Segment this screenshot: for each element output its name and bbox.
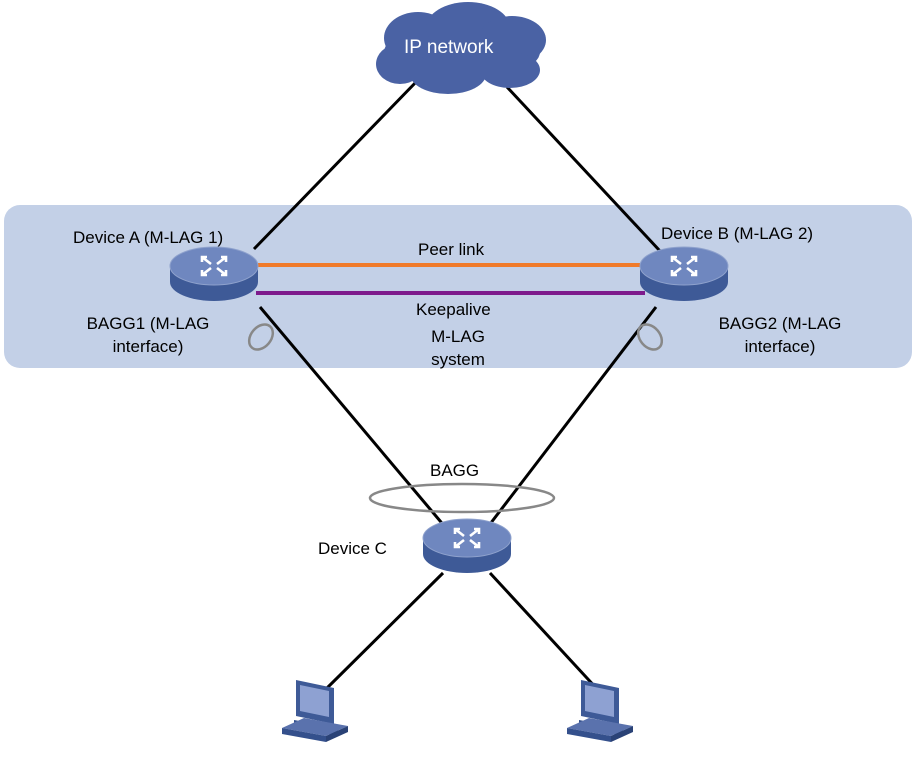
bagg2-lag-icon (636, 323, 664, 351)
downlink-a (258, 306, 448, 529)
mlag-system-line1: M-LAG (431, 327, 485, 346)
peer-link-label: Peer link (418, 240, 485, 259)
bagg1-line1: BAGG1 (M-LAG (86, 314, 210, 333)
bagg2-label: BAGG2 (M-LAG interface) (690, 314, 870, 357)
downlink-b (485, 306, 658, 529)
bagg2-line1: BAGG2 (M-LAG (718, 314, 842, 333)
device-b-label: Device B (M-LAG 2) (661, 224, 814, 243)
keepalive-label: Keepalive (416, 300, 491, 319)
host-link-right (488, 571, 600, 692)
bagg1-line2: interface) (112, 337, 184, 356)
host-right-pc-icon (567, 680, 633, 742)
uplink-a (252, 78, 420, 251)
device-c-switch-icon (423, 519, 511, 573)
mlag-system-region (4, 205, 912, 368)
cloud-label: IP network (404, 37, 494, 58)
mlag-system-line2: system (431, 350, 485, 369)
device-a-label: Device A (M-LAG 1) (73, 228, 224, 247)
mlag-system-label: M-LAG system (398, 327, 518, 370)
uplink-b (505, 85, 662, 253)
bagg-c-lag-icon (368, 482, 556, 514)
host-left-pc-icon (282, 680, 348, 742)
bagg2-line2: interface) (744, 337, 816, 356)
cloud-icon (376, 2, 546, 94)
device-b-switch-icon (640, 247, 728, 301)
bagg1-lag-icon (247, 323, 275, 351)
device-a-switch-icon (170, 247, 258, 301)
bagg1-label: BAGG1 (M-LAG interface) (58, 314, 238, 357)
device-c-label: Device C (318, 539, 387, 558)
host-link-left (323, 571, 445, 692)
bagg-c-label: BAGG (430, 461, 480, 480)
